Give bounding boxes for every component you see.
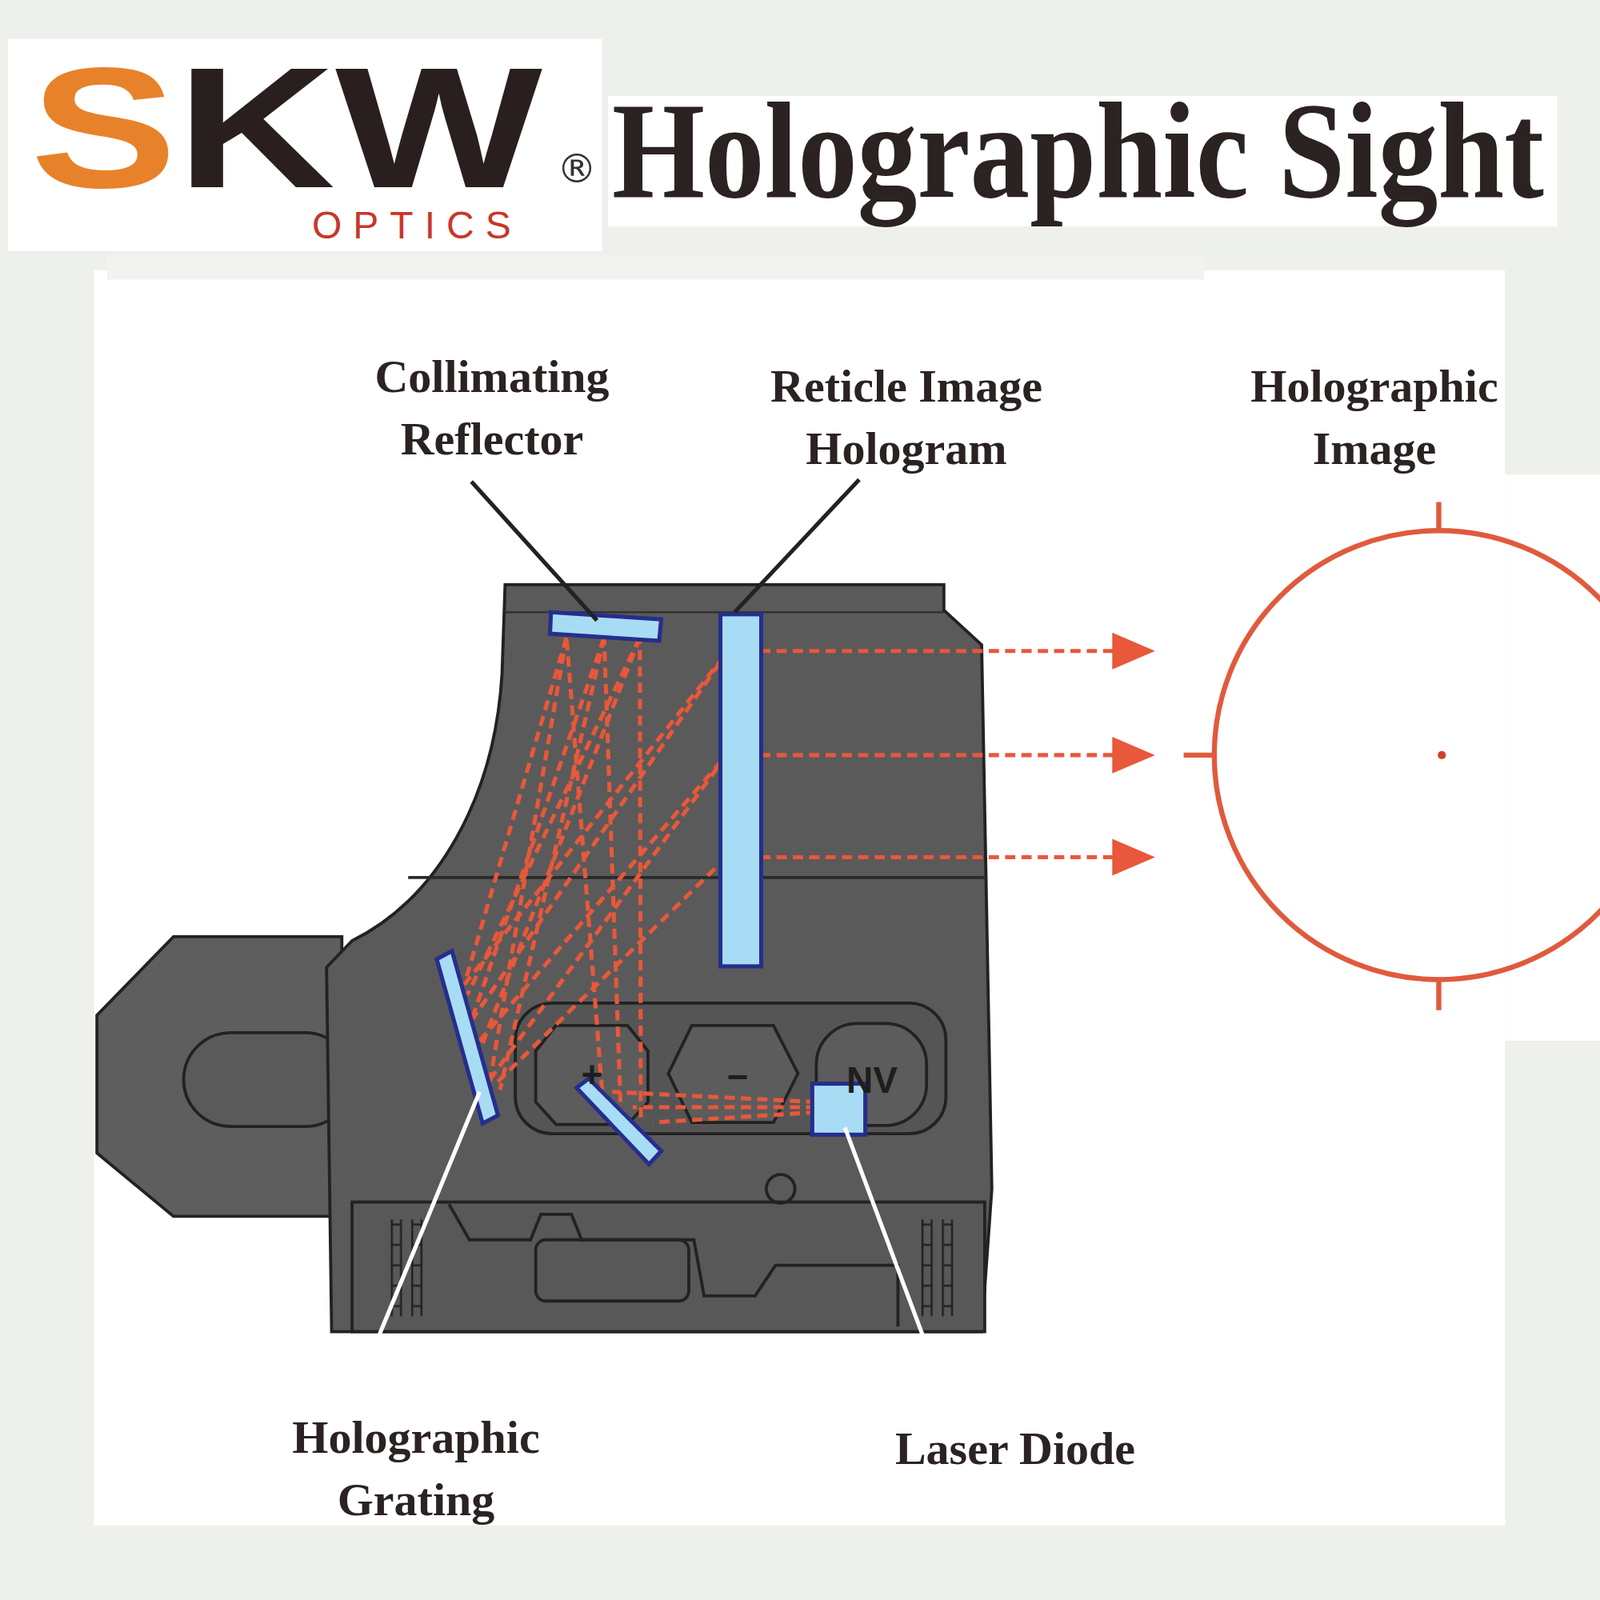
reticle-dot (1437, 751, 1446, 760)
part-label: Laser Diode (831, 1417, 1200, 1480)
ray-arrowheads (1112, 632, 1156, 876)
reticle (1184, 502, 1600, 1011)
clamp-lever (536, 1240, 689, 1302)
holographic-grating (436, 951, 499, 1124)
screw (766, 1174, 796, 1204)
leader-line (844, 1127, 941, 1384)
leader-line (734, 479, 860, 612)
title: Holographic Sight (612, 78, 1544, 224)
logo-mark: SKW (30, 41, 543, 214)
part-label: Holographic Image (1198, 355, 1551, 481)
button-symbol: − (713, 1058, 762, 1096)
part-label: Reticle Image Hologram (706, 355, 1107, 481)
light-rays (464, 634, 1115, 1123)
leader-line (359, 1092, 480, 1384)
part-label: Collimating Reflector (316, 345, 668, 472)
button-symbol: NV (836, 1061, 908, 1099)
leader-line (471, 481, 597, 620)
logo-subtitle: OPTICS (312, 206, 523, 245)
reticle-hologram (720, 614, 762, 967)
button-panel (515, 1003, 946, 1134)
registered-mark: ® (556, 148, 597, 189)
button-symbol: + (568, 1056, 616, 1093)
part-label: Holographic Grating (240, 1406, 592, 1532)
logo-ground (8, 38, 602, 251)
rail-clamp (448, 1204, 898, 1327)
mount-rail (352, 1202, 985, 1332)
plus-button (536, 1025, 648, 1125)
band (107, 255, 1204, 280)
page-ground (93, 270, 1505, 1526)
collimating-reflector (550, 612, 662, 641)
rail-slots (918, 1219, 960, 1316)
